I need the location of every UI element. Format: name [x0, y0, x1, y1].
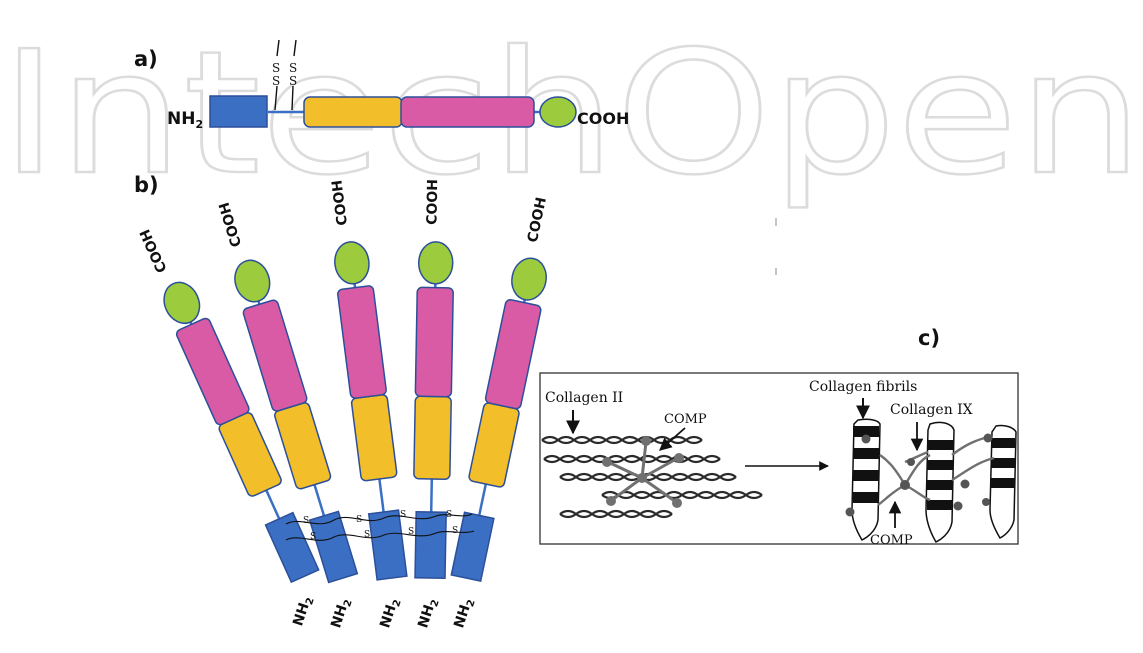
middle-domain: [415, 287, 453, 397]
sulfur-glyph: S: [356, 515, 362, 525]
panel-a-helix-domain: [304, 97, 402, 127]
panel-a-middle-domain: [401, 97, 534, 127]
chain-n-terminus: NH2: [377, 596, 404, 631]
panel-c: c) C: [540, 326, 1018, 548]
middle-domain: [485, 299, 542, 410]
middle-domain: [175, 317, 250, 426]
c-domain: [418, 242, 453, 285]
c-domain: [508, 255, 550, 303]
panel-a-sulfur-right-2: S: [289, 74, 297, 88]
c-domain: [332, 240, 371, 286]
sulfur-glyph: S: [408, 527, 414, 537]
helix-domain: [468, 402, 520, 488]
sulfur-glyph: S: [310, 532, 316, 542]
helix-domain: [274, 402, 332, 490]
middle-domain: [242, 299, 308, 412]
chain-n-terminus: NH2: [451, 596, 478, 631]
chain-n-terminus: NH2: [415, 596, 442, 631]
panel-a-sulfur-right: S: [289, 61, 297, 75]
sulfur-glyph: S: [400, 510, 406, 520]
chain-c-terminus: COOH: [137, 227, 170, 275]
sulfur-glyph: S: [364, 530, 370, 540]
n-domain: [451, 512, 494, 581]
helix-domain: [351, 394, 397, 481]
collagen-fibrils-label: Collagen fibrils: [809, 379, 917, 395]
panel-a-sulfur-left: S: [272, 61, 280, 75]
helix-domain: [218, 411, 283, 497]
comp-label-bottom: COMP: [870, 533, 913, 548]
panel-a-sulfur-left-2: S: [272, 74, 280, 88]
panel-a-c-domain: [540, 97, 576, 127]
panel-a-c-terminus: COOH: [577, 109, 629, 128]
panel-b-label: b): [134, 173, 159, 197]
sulfur-glyph: S: [452, 526, 458, 536]
chain-n-terminus: NH2: [290, 594, 317, 629]
n-domain: [310, 511, 358, 582]
sulfur-glyph: S: [446, 510, 452, 520]
sulfur-glyph: S: [303, 516, 309, 526]
chain-4: COOH NH2: [414, 179, 453, 631]
middle-domain: [337, 285, 387, 398]
comp-label-top: COMP: [664, 412, 707, 427]
chain-c-terminus: COOH: [424, 179, 441, 225]
n-domain: [415, 512, 446, 579]
c-domain: [230, 256, 275, 306]
panel-c-label: c): [918, 326, 940, 350]
collagen-ii-label: Collagen II: [545, 390, 623, 406]
panel-a-n-domain: [210, 96, 267, 127]
chain-n-terminus: NH2: [328, 596, 355, 631]
collagen-ix-label: Collagen IX: [890, 402, 973, 418]
helix-domain: [414, 396, 451, 479]
panel-a-label: a): [134, 47, 158, 71]
